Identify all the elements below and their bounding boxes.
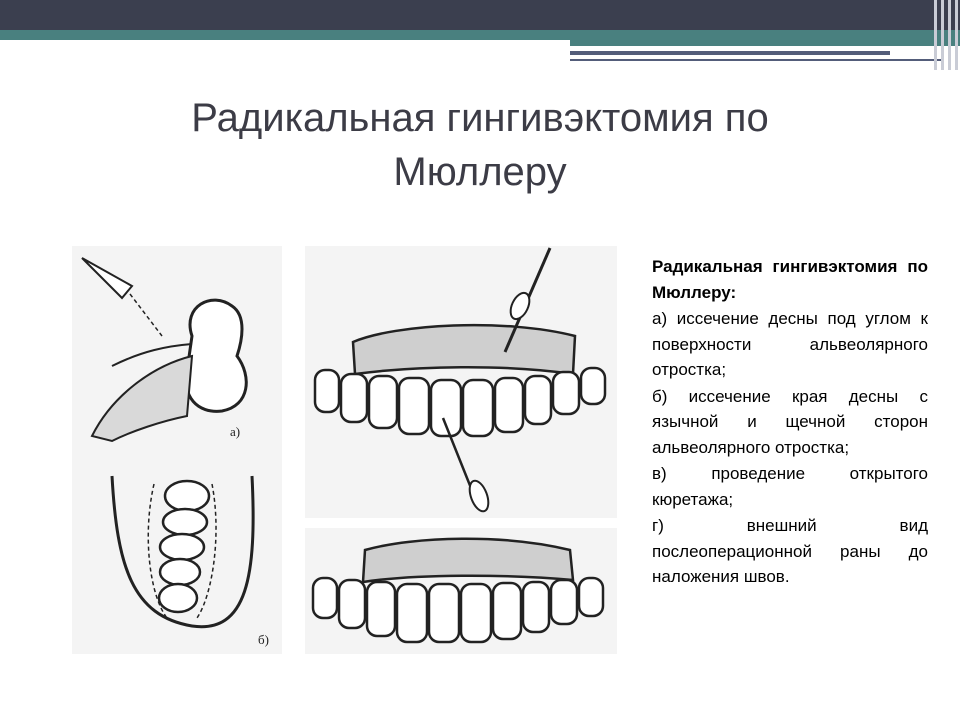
illustration-open-curettage-drawing [313,247,607,513]
caption-item-b: б) иссечение края десны с язычной и щечн… [652,386,928,457]
header-accent-strip [570,40,960,46]
illustration-postop-wound [305,528,617,654]
label-a: а) [230,424,240,439]
header-accent-band [0,30,960,40]
header-rule-thin [570,59,942,61]
illustration-open-curettage [305,246,617,518]
header-rule [570,51,890,55]
illustration-gum-excision-drawing: а) б) [81,257,269,647]
caption-item-a: а) иссечение десны под углом к поверхнос… [652,309,928,379]
header-band [0,0,960,30]
corner-decoration [930,0,960,70]
illustration-postop-wound-drawing [311,537,605,644]
caption-heading: Радикальная гингивэктомия по Мюллеру: [652,257,928,302]
caption-item-d: г) внешний вид послеоперационной раны до… [652,516,928,586]
illustration-gum-excision: а) б) [72,246,282,654]
slide-caption: Радикальная гингивэктомия по Мюллеру: а)… [652,254,928,590]
slide-title: Радикальная гингивэктомия по Мюллеру [191,95,769,194]
label-b: б) [258,632,269,647]
caption-item-c: в) проведение открытого кюретажа; [652,464,928,509]
